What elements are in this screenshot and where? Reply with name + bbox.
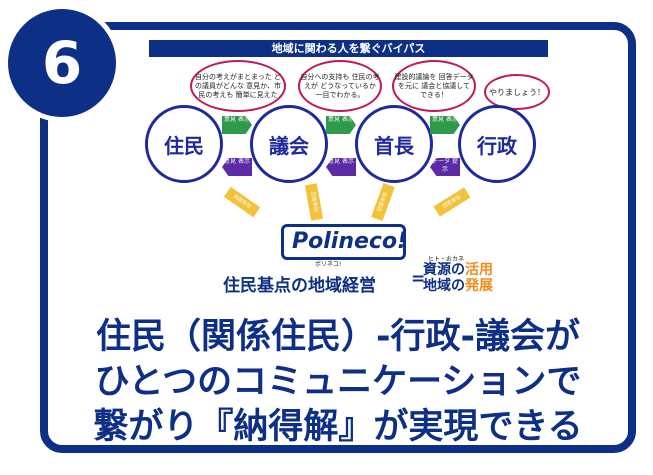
resource-1a: 資源の [423,262,465,278]
headline-line-2: ひとつのコミュニケーションで [94,362,582,402]
resource-block: 資源の活用 地域の発展 [423,262,493,294]
node-mayor: 首長 [355,105,433,183]
node-resident: 住民 [145,105,223,183]
headline-line-3: 繋がり『納得解』が実現できる [93,407,583,447]
equals-sign: = [411,269,426,289]
speech-bubble-mayor: 建設的議論を 回答データを元に 議会と協議して できる！ [392,60,476,112]
speech-bubble-admin: やりましょう！ [484,74,550,110]
ruby-text: ヒト・おカネ [428,256,465,263]
arrow-opinion-2: 意見 表示 [326,116,356,134]
arrow-data-1: データ 提示 [430,158,460,176]
speech-bubble-assembly: 自分への支持も 住民の考えが どうなっているか 一目でわかる。 [298,60,382,112]
node-assembly: 議会 [250,105,328,183]
management-label: 住民基点の地域経営 [223,276,376,296]
speech-bubble-resident: 自分の考えがまとまった どの議員がどんな 意見か、市民の考えも 簡単に見えた [190,60,286,112]
headline-line-1: 住民（関係住民）-行政-議会が [95,317,581,357]
resource-2a: 地域の [423,278,465,294]
node-administration: 行政 [458,105,536,183]
arrow-feedback-2: 意見 表示 [326,158,356,176]
polineco-logo: Polineco! [281,224,408,260]
arrow-feedback-1: 意見 表示 [222,158,252,176]
arrow-opinion-3: 意見 表示 [430,116,460,134]
resource-2b: 発展 [465,278,493,294]
step-number-badge: 6 [3,4,121,122]
arrow-opinion-1: 意見 表示 [222,116,252,134]
diagram-title-bar: 地域に関わる人を繋ぐバイパス [149,40,548,57]
logo-text: Polineco! [292,229,408,254]
logo-reading: ポリネコ! [315,261,342,268]
resource-1b: 活用 [465,262,493,278]
